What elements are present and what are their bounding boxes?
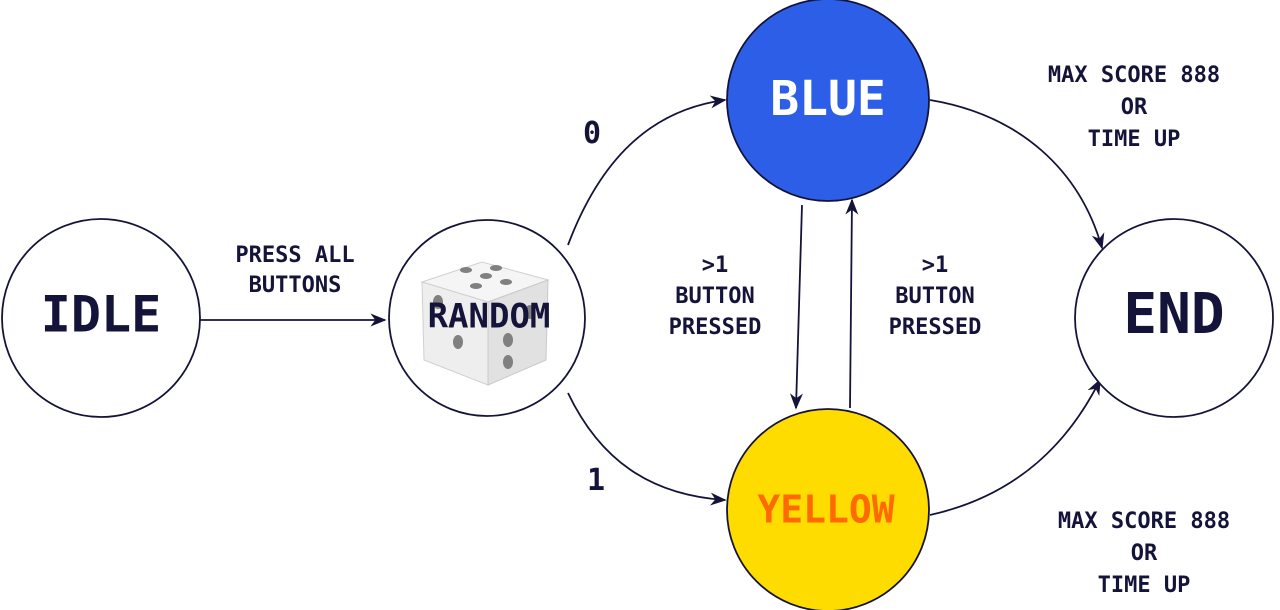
label-yellow-to-end-line-2: OR <box>1131 541 1158 566</box>
node-yellow-circle <box>726 408 930 610</box>
node-end: END <box>1074 218 1274 418</box>
edge-random-to-yellow <box>567 392 727 506</box>
label-blue-to-yellow-line-1: >1 <box>702 253 729 278</box>
node-random: RANDOM <box>388 219 586 417</box>
label-yellow-to-end-line-1: MAX SCORE 888 <box>1058 509 1230 534</box>
label-idle-to-random-line-1: PRESS ALL <box>235 243 354 268</box>
node-blue: BLUE <box>726 0 930 202</box>
node-blue-label: BLUE <box>770 71 886 127</box>
node-blue-circle <box>726 0 930 202</box>
node-random-label: RANDOM <box>428 297 551 337</box>
label-random-to-blue: 0 <box>583 116 601 151</box>
edges <box>200 95 1105 516</box>
label-blue-to-end-line-1: MAX SCORE 888 <box>1048 63 1220 88</box>
label-random-to-yellow-line-1: 1 <box>587 463 605 498</box>
label-random-to-blue-line-1: 0 <box>583 116 601 151</box>
edge-random-to-blue <box>567 95 727 246</box>
node-yellow: YELLOW <box>726 408 930 610</box>
node-idle: IDLE <box>1 218 201 418</box>
label-yellow-to-end-line-3: TIME UP <box>1098 573 1191 598</box>
node-end-circle <box>1074 218 1274 418</box>
node-yellow-label: YELLOW <box>757 488 894 532</box>
label-idle-to-random-line-2: BUTTONS <box>249 273 342 298</box>
edge-yellow-to-blue <box>845 198 859 409</box>
node-idle-label: IDLE <box>41 286 161 344</box>
label-idle-to-random: PRESS ALL BUTTONS <box>235 243 354 298</box>
dice-icon <box>420 261 550 386</box>
label-yellow-to-blue-line-1: >1 <box>922 253 949 278</box>
edge-blue-to-end <box>929 99 1105 250</box>
label-blue-to-yellow-line-3: PRESSED <box>669 315 762 340</box>
node-end-label: END <box>1123 282 1224 347</box>
node-idle-circle <box>1 218 201 418</box>
edge-yellow-to-end <box>929 378 1101 516</box>
label-random-to-yellow: 1 <box>587 463 605 498</box>
label-blue-to-yellow-line-2: BUTTON <box>675 284 754 309</box>
edge-blue-to-yellow <box>789 204 803 410</box>
label-blue-to-end-line-3: TIME UP <box>1088 127 1181 152</box>
label-yellow-to-blue-line-2: BUTTON <box>895 284 974 309</box>
label-yellow-to-blue-line-3: PRESSED <box>889 315 982 340</box>
label-blue-to-end-line-2: OR <box>1121 95 1148 120</box>
